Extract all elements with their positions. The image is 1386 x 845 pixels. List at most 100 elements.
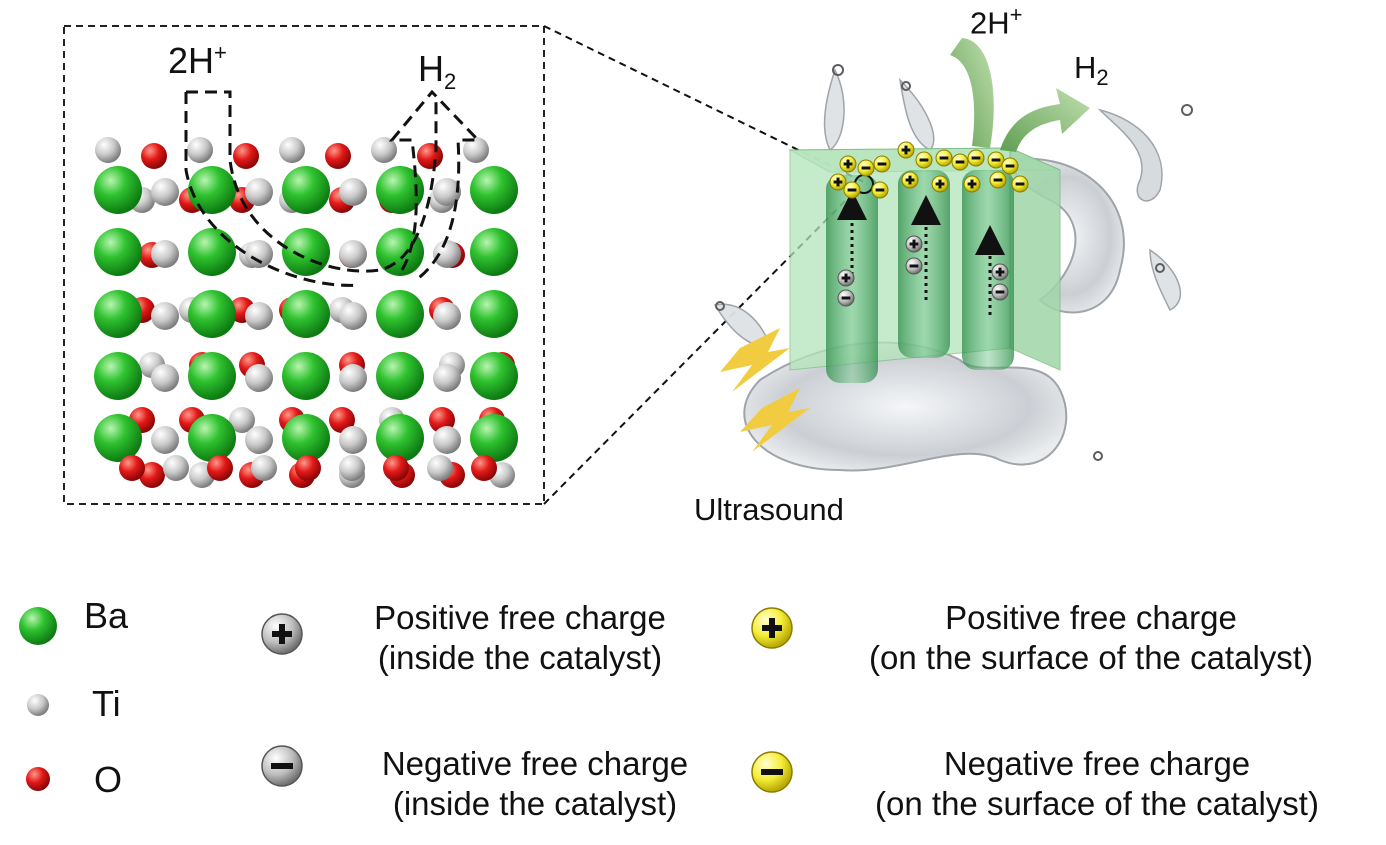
barium-atom xyxy=(470,166,518,214)
inside-negative-line2: (inside the catalyst) xyxy=(392,785,678,822)
titanium-atom xyxy=(339,364,367,392)
oxygen-atom xyxy=(471,455,497,481)
oxygen-legend-swatch xyxy=(26,767,50,791)
titanium-atom xyxy=(433,240,461,268)
barium-atom xyxy=(376,228,424,276)
inset-dashed-frame xyxy=(63,25,545,505)
titanium-atom xyxy=(245,178,273,206)
surface-positive-charge-marker xyxy=(839,155,857,173)
surface-negative-charge-marker xyxy=(1001,157,1019,175)
surface-negative-line2: (on the surface of the catalyst) xyxy=(875,785,1319,822)
titanium-atom xyxy=(245,364,273,392)
barium-atom xyxy=(94,228,142,276)
nanorod-3 xyxy=(962,170,1014,370)
titanium-atom xyxy=(163,455,189,481)
barium-atom xyxy=(470,290,518,338)
surface-positive-charge-marker xyxy=(931,175,949,193)
hydrogen-arrow-green xyxy=(1000,88,1090,152)
inside-negative-charge-marker xyxy=(991,283,1009,301)
surface-negative-line1: Negative free charge xyxy=(943,745,1251,782)
titanium-atom xyxy=(339,455,365,481)
titanium-atom xyxy=(151,178,179,206)
inside-positive-charge-legend: Positive free charge (inside the catalys… xyxy=(320,598,720,678)
inside-positive-line1: Positive free charge xyxy=(374,599,666,636)
barium-atom xyxy=(188,228,236,276)
surface-negative-charge-marker xyxy=(951,153,969,171)
titanium-atom xyxy=(463,137,489,163)
titanium-atom xyxy=(339,302,367,330)
oxygen-atom xyxy=(383,455,409,481)
surface-negative-charge-marker xyxy=(1011,175,1029,193)
barium-atom xyxy=(470,352,518,400)
barium-atom xyxy=(188,166,236,214)
inside-negative-charge-legend: Negative free charge (inside the catalys… xyxy=(330,744,740,824)
inset-proton-label: 2H+ xyxy=(168,40,227,81)
surface-negative-charge-marker xyxy=(871,181,889,199)
barium-atom xyxy=(94,166,142,214)
barium-atom xyxy=(376,352,424,400)
titanium-atom xyxy=(433,426,461,454)
titanium-atom xyxy=(245,426,273,454)
surface-positive-line1: Positive free charge xyxy=(945,599,1237,636)
titanium-atom xyxy=(433,302,461,330)
barium-atom xyxy=(188,352,236,400)
oxygen-atom xyxy=(417,143,443,169)
water-splash xyxy=(713,64,1193,472)
cube-scene xyxy=(713,38,1193,472)
titanium-atom xyxy=(229,407,255,433)
titanium-atom xyxy=(371,137,397,163)
surface-negative-charge-marker xyxy=(989,171,1007,189)
surface-positive-charge-marker xyxy=(829,173,847,191)
oxygen-legend-label: O xyxy=(94,759,123,800)
barium-atom xyxy=(188,414,236,462)
inside-positive-charge-marker xyxy=(991,263,1009,281)
ultrasound-bolt-1 xyxy=(720,328,790,392)
surface-negative-charge-marker xyxy=(935,149,953,167)
zoom-connector-bottom xyxy=(543,187,859,505)
inside-positive-charge-marker xyxy=(905,235,923,253)
titanium-atom xyxy=(245,302,273,330)
barium-legend-swatch xyxy=(19,607,57,645)
titanium-atom xyxy=(433,178,461,206)
oxygen-atom xyxy=(325,143,351,169)
barium-atom xyxy=(282,166,330,214)
titanium-atom xyxy=(245,240,273,268)
proton-arrow-green xyxy=(950,38,994,148)
inset-hydrogen-label: H2 xyxy=(418,48,457,95)
oxygen-atom xyxy=(233,143,259,169)
barium-atom xyxy=(282,414,330,462)
cube-hydrogen-label: H2 xyxy=(1074,50,1109,91)
surface-positive-line2: (on the surface of the catalyst) xyxy=(869,639,1313,676)
titanium-atom xyxy=(339,426,367,454)
surface-negative-charge-marker xyxy=(967,149,985,167)
barium-atom xyxy=(470,414,518,462)
oxygen-atom xyxy=(329,407,355,433)
titanium-legend-label: Ti xyxy=(92,683,121,724)
surface-positive-charge-icon xyxy=(751,607,793,649)
barium-atom xyxy=(282,352,330,400)
inside-negative-charge-marker xyxy=(837,289,855,307)
crystal-inset xyxy=(63,25,545,505)
titanium-atom xyxy=(151,302,179,330)
proton-inlet-path xyxy=(184,92,361,287)
titanium-atom xyxy=(151,426,179,454)
titanium-atom xyxy=(279,137,305,163)
inside-negative-charge-icon xyxy=(261,745,303,787)
batio3-lattice xyxy=(94,137,518,488)
surface-negative-charge-legend: Negative free charge (on the surface of … xyxy=(812,744,1382,824)
oxygen-atom xyxy=(295,455,321,481)
barium-atom xyxy=(376,166,424,214)
inside-positive-charge-marker xyxy=(837,269,855,287)
legend-charge-icons xyxy=(261,607,793,793)
ultrasound-label: Ultrasound xyxy=(694,492,844,527)
titanium-atom xyxy=(433,364,461,392)
barium-atom xyxy=(188,290,236,338)
surface-negative-charge-icon xyxy=(751,751,793,793)
ultrasound-bolt-2 xyxy=(740,388,810,452)
titanium-atom xyxy=(339,240,367,268)
titanium-atom xyxy=(251,455,277,481)
titanium-atom xyxy=(151,364,179,392)
surface-negative-charge-marker xyxy=(873,155,891,173)
barium-atom xyxy=(282,290,330,338)
titanium-atom xyxy=(95,137,121,163)
